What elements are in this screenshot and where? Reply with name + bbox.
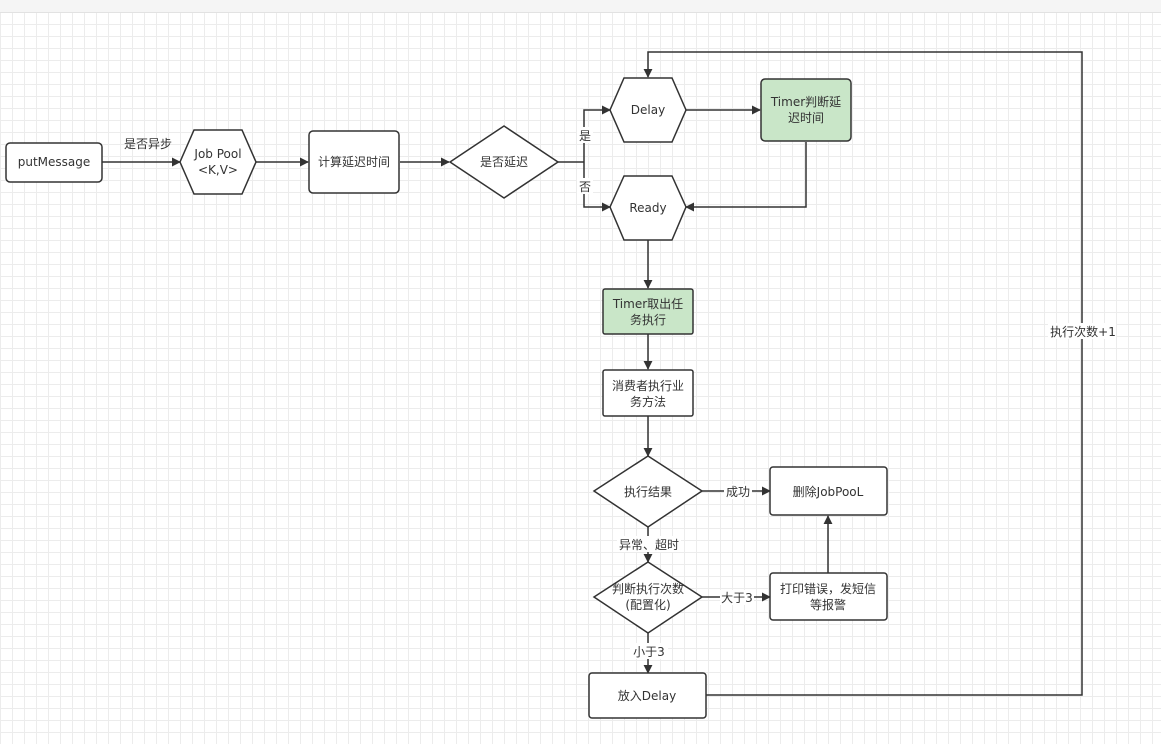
node-delete-pool-label: 删除JobPooL xyxy=(793,484,864,499)
label-success: 成功 xyxy=(726,485,750,499)
node-consumer-line1: 消费者执行业 xyxy=(612,379,684,393)
edge-timercheck-ready[interactable] xyxy=(685,142,807,212)
node-timer-take-line2: 务执行 xyxy=(630,312,666,327)
node-timer-check[interactable]: Timer判断延 迟时间 xyxy=(760,78,852,142)
node-put-delay[interactable]: 放入Delay xyxy=(588,672,707,719)
label-is-async: 是否异步 xyxy=(124,137,172,151)
edges xyxy=(102,51,1083,696)
top-toolbar-strip xyxy=(0,0,1161,13)
node-delay-label: Delay xyxy=(631,103,665,117)
node-timer-take[interactable]: Timer取出任 务执行 xyxy=(602,288,694,335)
label-greater-3: 大于3 xyxy=(721,591,753,605)
node-print-error-line2: 等报警 xyxy=(810,597,846,612)
node-consumer-line2: 务方法 xyxy=(630,394,666,409)
node-timer-take-line1: Timer取出任 xyxy=(612,297,683,311)
edge-branch-delay[interactable] xyxy=(583,105,611,162)
label-yes: 是 xyxy=(579,129,591,143)
label-less-3: 小于3 xyxy=(633,645,665,659)
node-check-count[interactable]: 判断执行次数 (配置化) xyxy=(592,561,704,634)
node-job-pool-line2: <K,V> xyxy=(198,163,238,177)
node-job-pool-line1: Job Pool xyxy=(193,147,241,161)
label-no: 否 xyxy=(579,180,591,194)
node-is-delayed[interactable]: 是否延迟 xyxy=(448,125,560,199)
node-calc-delay[interactable]: 计算延迟时间 xyxy=(308,130,400,194)
node-put-message-label: putMessage xyxy=(18,155,91,169)
node-ready-label: Ready xyxy=(629,201,666,215)
nodes: putMessage Job Pool <K,V> 计算延迟时间 是否延迟 De… xyxy=(5,77,888,719)
node-delete-pool[interactable]: 删除JobPooL xyxy=(769,466,888,516)
edge-labels: 是否异步 是 否 成功 异常、超时 大于3 小于3 执行次数+1 xyxy=(124,127,1116,659)
node-timer-check-line2: 迟时间 xyxy=(788,111,824,125)
edge-branch-ready[interactable] xyxy=(583,162,611,212)
node-consumer[interactable]: 消费者执行业 务方法 xyxy=(602,369,694,417)
node-check-count-line2: (配置化) xyxy=(625,598,670,612)
node-job-pool[interactable]: Job Pool <K,V> xyxy=(179,129,257,195)
node-put-message[interactable]: putMessage xyxy=(5,142,103,183)
node-exec-result[interactable]: 执行结果 xyxy=(592,455,704,528)
node-calc-delay-label: 计算延迟时间 xyxy=(318,154,390,169)
node-print-error-line1: 打印错误，发短信 xyxy=(780,581,876,596)
label-count-plus-1: 执行次数+1 xyxy=(1050,324,1116,339)
node-ready[interactable]: Ready xyxy=(609,175,687,241)
node-check-count-line1: 判断执行次数 xyxy=(612,581,684,596)
edge-putdelay-delay-loop[interactable] xyxy=(643,51,1083,696)
node-timer-check-line1: Timer判断延 xyxy=(770,94,841,109)
node-exec-result-label: 执行结果 xyxy=(624,485,672,499)
node-is-delayed-label: 是否延迟 xyxy=(480,155,528,169)
node-print-error[interactable]: 打印错误，发短信 等报警 xyxy=(769,572,888,621)
node-delay[interactable]: Delay xyxy=(609,77,687,143)
label-exception: 异常、超时 xyxy=(619,537,679,552)
node-put-delay-label: 放入Delay xyxy=(618,688,676,703)
